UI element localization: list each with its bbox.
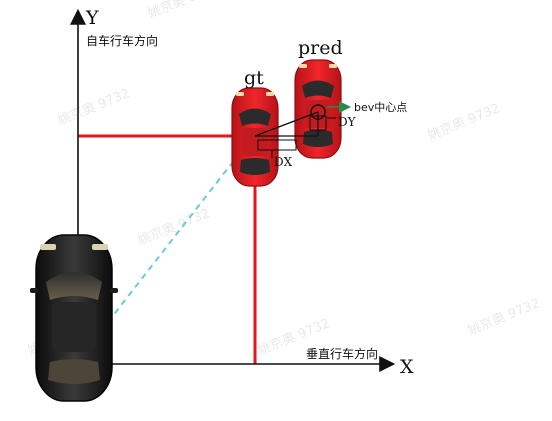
pred-car (294, 59, 342, 159)
dx-label: DX (274, 155, 293, 169)
offset-geometry (254, 111, 336, 158)
y-axis-caption: 自车行车方向 (86, 33, 158, 48)
x-axis-label: X (400, 356, 414, 378)
watermark: 姚京奥 9732 (136, 206, 212, 248)
ego-car (30, 234, 118, 402)
watermark: 姚京奥 9732 (466, 296, 542, 338)
bev-center-label: bev中心点 (354, 101, 407, 114)
watermark: 姚京奥 9732 (56, 86, 132, 128)
y-axis-label: Y (85, 7, 99, 29)
gt-car (231, 87, 279, 187)
watermark: 姚京奥 9732 (426, 101, 502, 143)
ego-to-gt-dashed-line (107, 139, 251, 323)
watermark: 姚京奥 9732 (146, 0, 222, 22)
dy-label: DY (338, 115, 357, 129)
pred-label: pred (298, 37, 343, 59)
gt-label: gt (244, 67, 264, 89)
x-axis-caption: 垂直行车方向 (306, 346, 378, 361)
